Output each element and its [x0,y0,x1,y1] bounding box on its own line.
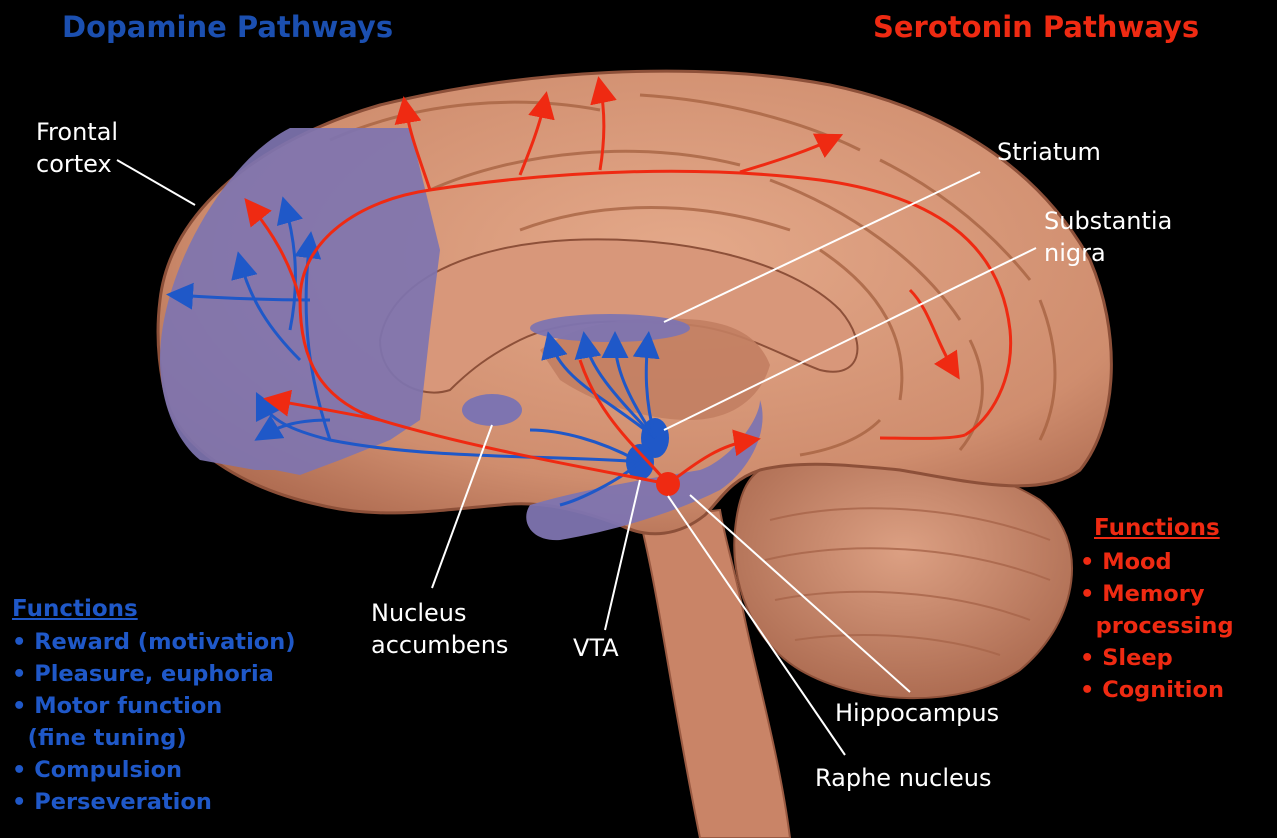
dopamine-functions-title: Functions [12,596,138,622]
label-hippocampus: Hippocampus [835,699,1000,727]
raphe-nucleus-dot [656,472,680,496]
striatum-region [530,314,690,342]
serotonin-functions-title: Functions [1094,515,1220,541]
label-substantia-nigra: Substantia nigra [1044,207,1173,267]
label-frontal-cortex: Frontal cortex [36,118,119,178]
dopamine-function-item: • Motor function [12,693,223,719]
label-nucleus-accumbens: Nucleus accumbens [371,599,509,659]
cerebellum [733,452,1073,700]
label-vta: VTA [573,634,619,662]
label-raphe-nucleus: Raphe nucleus [815,764,992,792]
hippocampus-region [526,400,763,541]
brainstem [638,508,792,838]
label-striatum: Striatum [997,138,1101,166]
serotonin-function-item: • Sleep [1080,645,1173,671]
dopamine-function-item: • Reward (motivation) [12,629,296,655]
serotonin-function-item: processing [1080,613,1234,639]
serotonin-functions-list: • Mood • Memory processing • Sleep • Cog… [1080,546,1234,706]
dopamine-function-item: • Perseveration [12,789,212,815]
serotonin-function-item: • Cognition [1080,677,1224,703]
dopamine-function-item: • Compulsion [12,757,183,783]
dopamine-function-item: (fine tuning) [12,725,187,751]
serotonin-heading: Serotonin Pathways [873,10,1200,44]
dopamine-function-item: • Pleasure, euphoria [12,661,274,687]
dopamine-heading: Dopamine Pathways [62,10,394,44]
serotonin-function-item: • Memory [1080,581,1205,607]
dopamine-functions-list: • Reward (motivation) • Pleasure, euphor… [12,626,296,818]
nucleus-accumbens-region [462,394,522,426]
serotonin-function-item: • Mood [1080,549,1172,575]
